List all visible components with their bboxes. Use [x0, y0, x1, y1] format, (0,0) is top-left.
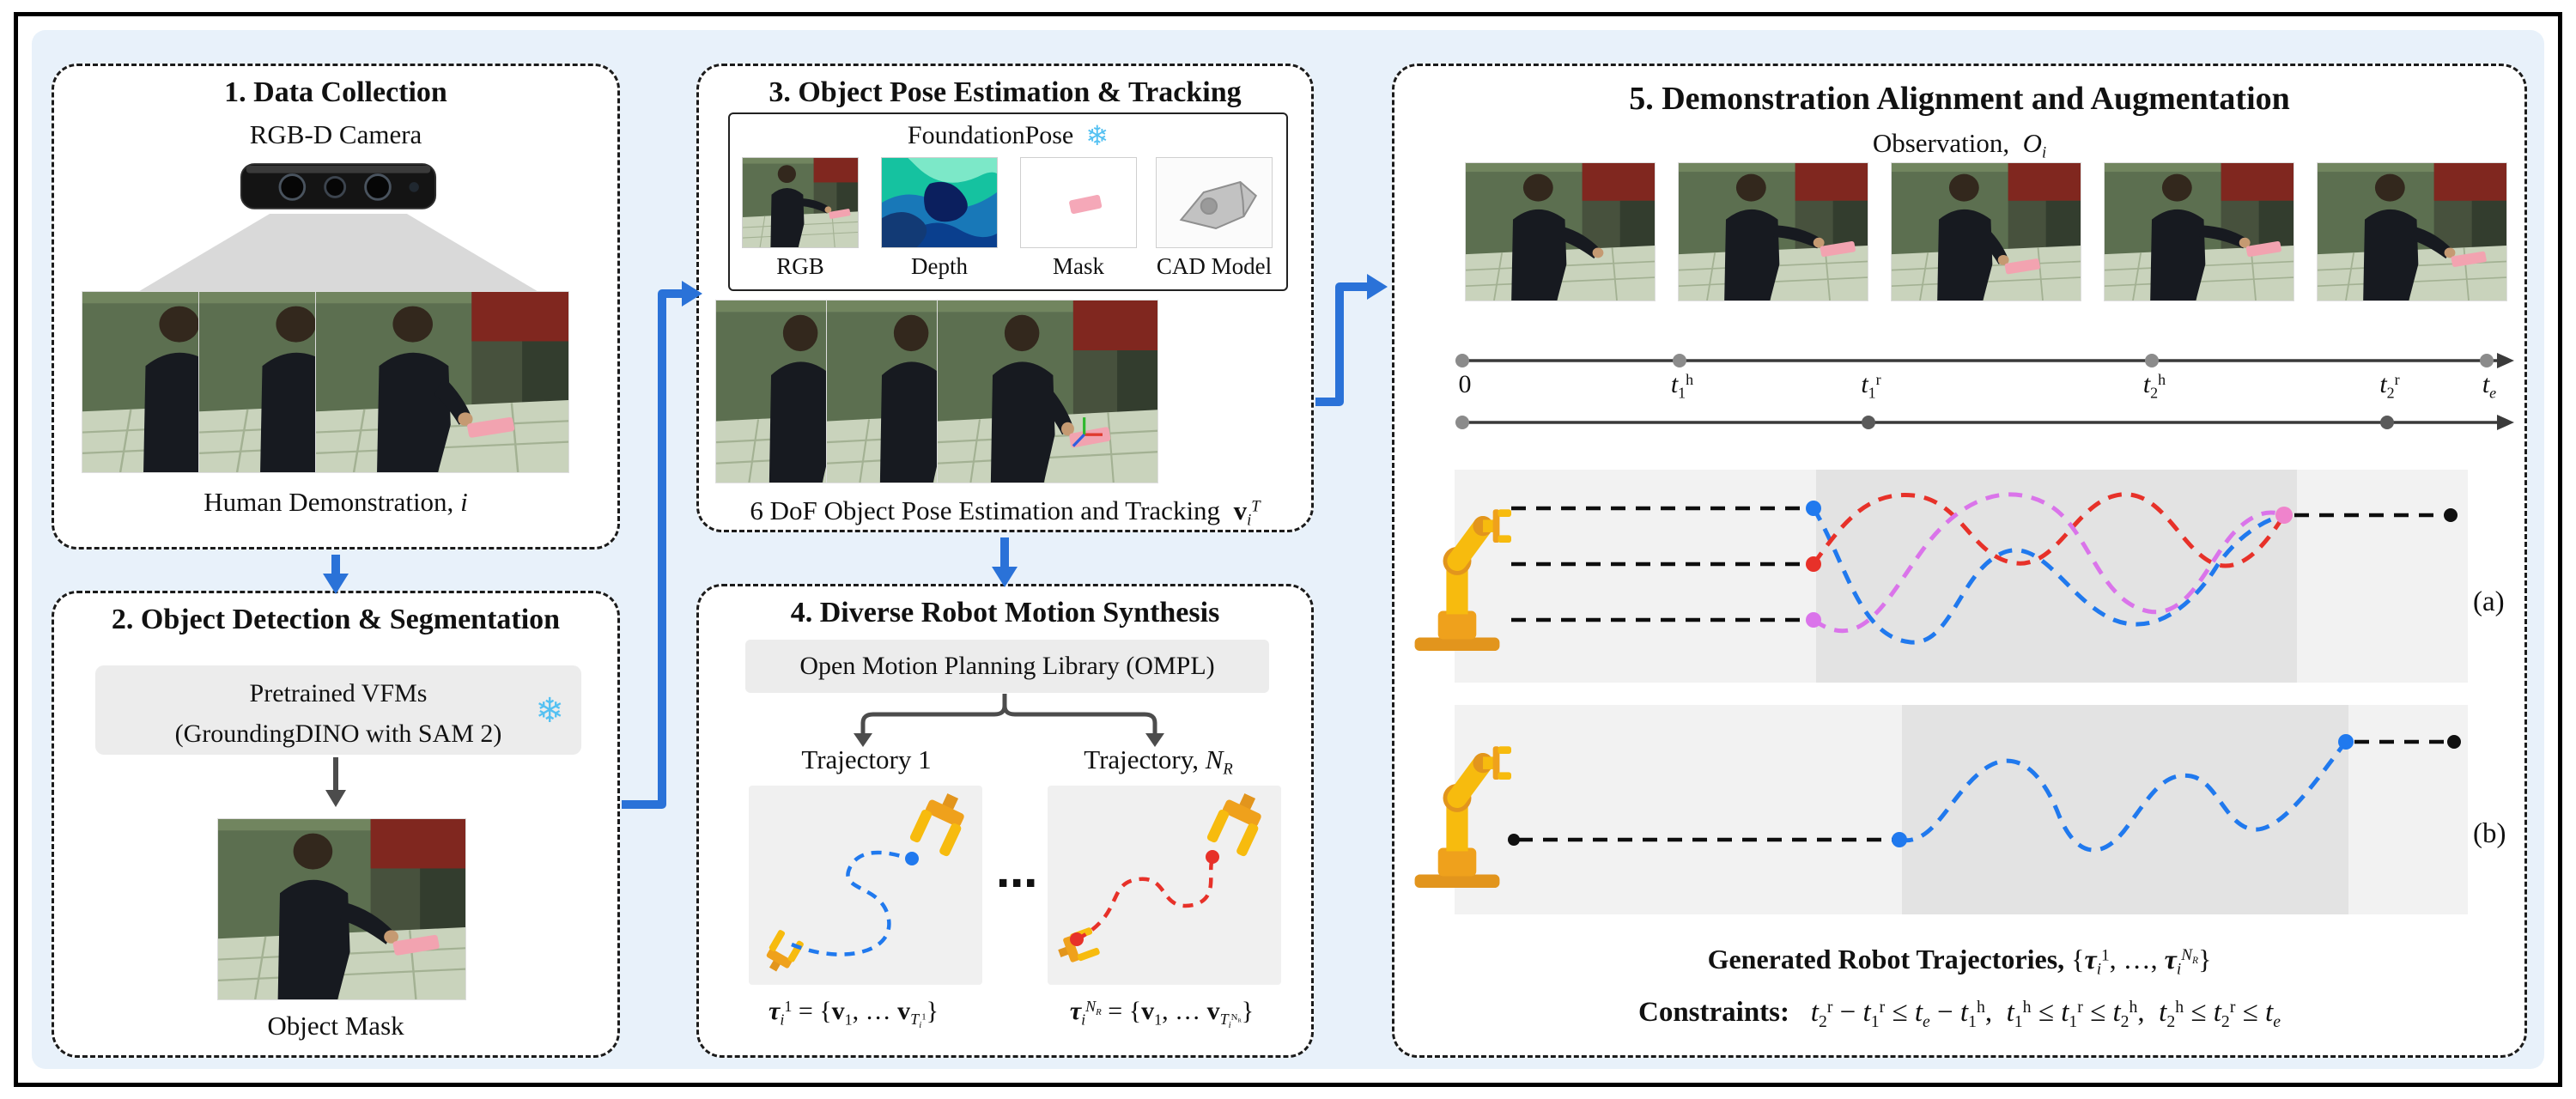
constraints-caption: Constraints: t2r − t1r ≤ te − t1h, t1h ≤…: [1638, 997, 2281, 1031]
step1-title: 1. Data Collection: [224, 76, 447, 108]
rgb-thumb: [742, 157, 859, 248]
step5-alignment-box: 5. Demonstration Alignment and Augmentat…: [1392, 64, 2527, 1058]
time-label-t1h: t1h: [1670, 370, 1694, 402]
step3-title: 3. Object Pose Estimation & Tracking: [769, 76, 1242, 108]
cad-model-thumb: [1156, 157, 1273, 248]
foundationpose-label: FoundationPose: [907, 121, 1074, 149]
step5-title: 5. Demonstration Alignment and Augmentat…: [1629, 81, 2290, 117]
gripper-icon: [752, 916, 817, 981]
observation-label: Observation, Oi: [1872, 128, 2047, 162]
ompl-panel: Open Motion Planning Library (OMPL): [745, 640, 1269, 693]
mask-thumb: [1020, 157, 1137, 248]
gripper-icon: [1187, 780, 1283, 877]
ompl-label: Open Motion Planning Library (OMPL): [799, 652, 1215, 680]
robot-arm-icon-a: [1403, 487, 1511, 655]
snowflake-icon: ❄: [535, 691, 564, 731]
trajectory1-panel: [749, 786, 982, 985]
foundationpose-panel: FoundationPose ❄: [728, 112, 1288, 291]
vfm-line2: (GroundingDINO with SAM 2): [174, 719, 502, 748]
trajectoryN-label: Trajectory, NR: [1084, 744, 1233, 779]
time-label-t2r: t2r: [2379, 370, 2400, 402]
human-demo-photo-3: [315, 291, 569, 473]
observation-frame-1: [1465, 162, 1656, 301]
generated-trajectories-caption: Generated Robot Trajectories, {τi1, …, τ…: [1707, 944, 2212, 979]
depth-thumb: [881, 157, 998, 248]
trajectoryN-equation: τiNR = {v1, … vTiNR}: [1069, 997, 1255, 1031]
observation-frame-4: [2104, 162, 2294, 301]
object-mask-photo: [217, 818, 466, 1000]
time-label-0: 0: [1458, 370, 1472, 398]
snowflake-icon: ❄: [1085, 119, 1109, 152]
trajectory1-equation: τi1 = {v1, … vTi1}: [769, 997, 939, 1031]
time-label-t2h: t2h: [2142, 370, 2166, 402]
foundationpose-title: FoundationPose ❄: [730, 119, 1286, 152]
step2-detection-box: 2. Object Detection & Segmentation Pretr…: [52, 591, 620, 1058]
time-label-t1r: t1r: [1861, 370, 1881, 402]
trajectory1-label: Trajectory 1: [801, 744, 932, 774]
augmentation-panel-a: [1455, 470, 2468, 683]
rgbd-camera-image: [240, 152, 437, 219]
augmentation-window-a: [1816, 470, 2297, 683]
pose-caption: 6 DoF Object Pose Estimation and Trackin…: [750, 495, 1261, 530]
panel-b-label: (b): [2473, 818, 2506, 849]
cad-model-label: CAD Model: [1156, 253, 1273, 279]
camera-view-cone: [137, 214, 540, 293]
step4-title: 4. Diverse Robot Motion Synthesis: [790, 597, 1220, 628]
rgb-label: RGB: [776, 253, 824, 279]
robot-arm-icon-b: [1403, 724, 1511, 892]
pretrained-vfm-panel: Pretrained VFMs (GroundingDINO with SAM …: [95, 665, 581, 755]
panel-a-label: (a): [2473, 586, 2505, 617]
trajectoryN-panel: [1048, 786, 1281, 985]
observation-frame-3: [1891, 162, 2081, 301]
mask-label: Mask: [1053, 253, 1104, 279]
ellipsis: ⋯: [996, 859, 1037, 908]
gripper-icon: [1051, 914, 1113, 976]
vfm-line1: Pretrained VFMs: [249, 679, 428, 707]
pose-track-photo-3: [937, 300, 1158, 483]
depth-label: Depth: [911, 253, 968, 279]
augmentation-window-b: [1902, 705, 2348, 914]
human-demo-caption: Human Demonstration, i: [204, 487, 468, 517]
augmentation-panel-b: [1455, 705, 2468, 914]
step4-motion-box: 4. Diverse Robot Motion Synthesis Open M…: [696, 584, 1314, 1058]
step3-pose-box: 3. Object Pose Estimation & Tracking Fou…: [696, 64, 1314, 532]
step1-data-collection-box: 1. Data Collection RGB-D Camera Human De…: [52, 64, 620, 550]
rgbd-camera-label: RGB-D Camera: [249, 119, 422, 149]
gripper-icon: [890, 780, 986, 877]
observation-frame-2: [1678, 162, 1868, 301]
observation-frame-5: [2317, 162, 2507, 301]
time-label-te: te: [2482, 370, 2497, 402]
object-mask-caption: Object Mask: [267, 1011, 404, 1041]
step2-title: 2. Object Detection & Segmentation: [111, 604, 561, 635]
